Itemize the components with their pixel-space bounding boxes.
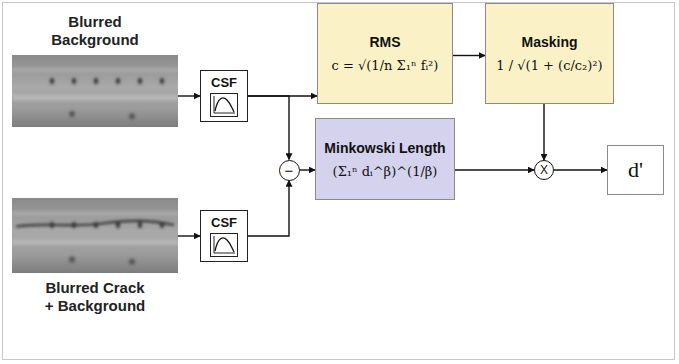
multiply-node: X <box>534 160 554 180</box>
csf-filter-box: CSF <box>200 210 248 262</box>
box-title: Minkowski Length <box>324 140 445 156</box>
operator-symbol: − <box>285 163 294 178</box>
image-caption: Blurred Crack + Background <box>39 279 151 315</box>
flow-arrow <box>455 169 534 170</box>
formula-text: c = √(1/n Σ₁ⁿ fᵢ²) <box>332 58 439 73</box>
rms-box: RMS c = √(1/n Σ₁ⁿ fᵢ²) <box>317 3 453 104</box>
filter-label: CSF <box>211 215 237 230</box>
csf-curve-icon <box>210 93 238 117</box>
box-title: Masking <box>521 34 577 50</box>
output-box: d' <box>607 145 664 195</box>
flow-arrow <box>453 55 485 56</box>
flow-arrow <box>248 96 289 160</box>
filter-label: CSF <box>211 75 237 90</box>
flow-arrow <box>178 235 200 236</box>
csf-curve-icon <box>210 233 238 257</box>
crack-image: Blurred Crack + Background <box>12 198 178 273</box>
flow-arrow <box>178 95 200 96</box>
flow-arrow <box>543 104 544 160</box>
minkowski-box: Minkowski Length (Σ₁ⁿ dᵢ^β)^(1/β) <box>315 118 455 200</box>
masking-box: Masking 1 / √(1 + (c/c₂)²) <box>485 3 614 104</box>
csf-filter-box: CSF <box>200 70 248 122</box>
formula-text: (Σ₁ⁿ dᵢ^β)^(1/β) <box>333 164 438 179</box>
box-title: d' <box>628 157 643 183</box>
box-title: RMS <box>369 34 400 50</box>
photo-illustration <box>12 55 178 127</box>
flow-arrow <box>554 169 607 170</box>
flow-arrow <box>248 181 289 237</box>
background-image: Blurred Background <box>12 55 178 127</box>
flow-arrow <box>300 169 316 170</box>
subtract-node: − <box>279 160 300 181</box>
image-caption: Blurred Background <box>39 13 151 49</box>
formula-text: 1 / √(1 + (c/c₂)²) <box>496 58 602 73</box>
photo-illustration <box>12 198 178 273</box>
operator-symbol: X <box>540 164 548 176</box>
